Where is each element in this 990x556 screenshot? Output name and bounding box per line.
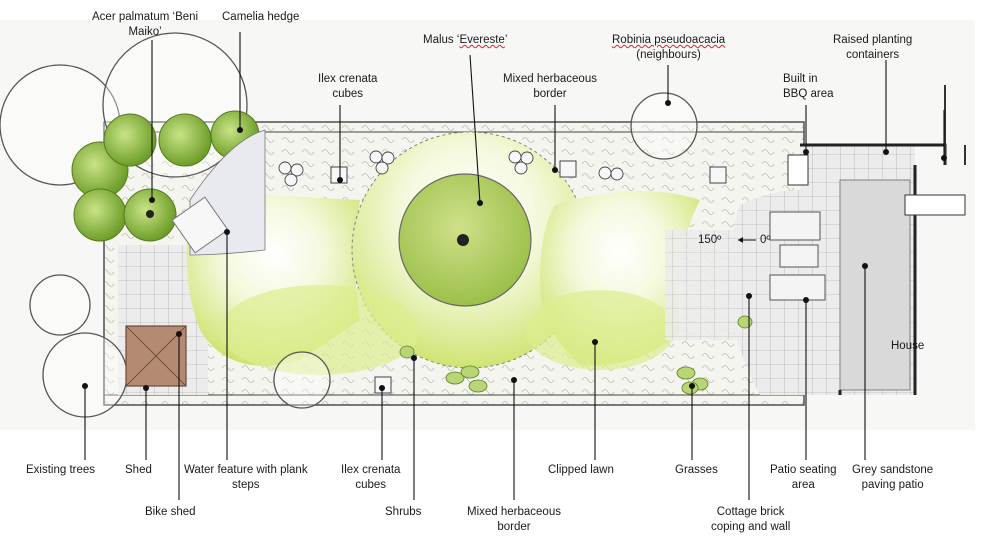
shed	[125, 325, 187, 387]
label-grasses: Grasses	[675, 464, 718, 476]
bench	[769, 274, 826, 301]
ilex-cubes	[330, 160, 727, 394]
label-shed: Shed	[125, 464, 152, 476]
sofa	[769, 211, 821, 241]
label-clipped-lawn: Clipped lawn	[548, 464, 614, 476]
label-angle-150: 150º	[698, 234, 722, 246]
coffee-table	[779, 244, 819, 268]
label-malus: Malus ‘Evereste’	[423, 34, 508, 46]
shrub-groups	[278, 150, 624, 187]
house-walls	[787, 85, 966, 395]
acer-tree	[146, 210, 154, 218]
bbq	[787, 154, 809, 186]
water-feature	[171, 129, 266, 256]
label-robinia: Robinia pseudoacacia(neighbours)	[612, 34, 726, 61]
leader-lines	[82, 32, 947, 500]
label-existing-trees: Existing trees	[26, 464, 96, 476]
label-shrubs: Shrubs	[385, 506, 422, 518]
malus-tree	[398, 173, 532, 307]
label-bike-shed: Bike shed	[145, 506, 196, 518]
patio	[665, 145, 915, 395]
label-house: House	[891, 340, 925, 352]
label-camelia: Camelia hedge	[222, 11, 300, 23]
label-angle-0: 0º	[760, 234, 771, 246]
